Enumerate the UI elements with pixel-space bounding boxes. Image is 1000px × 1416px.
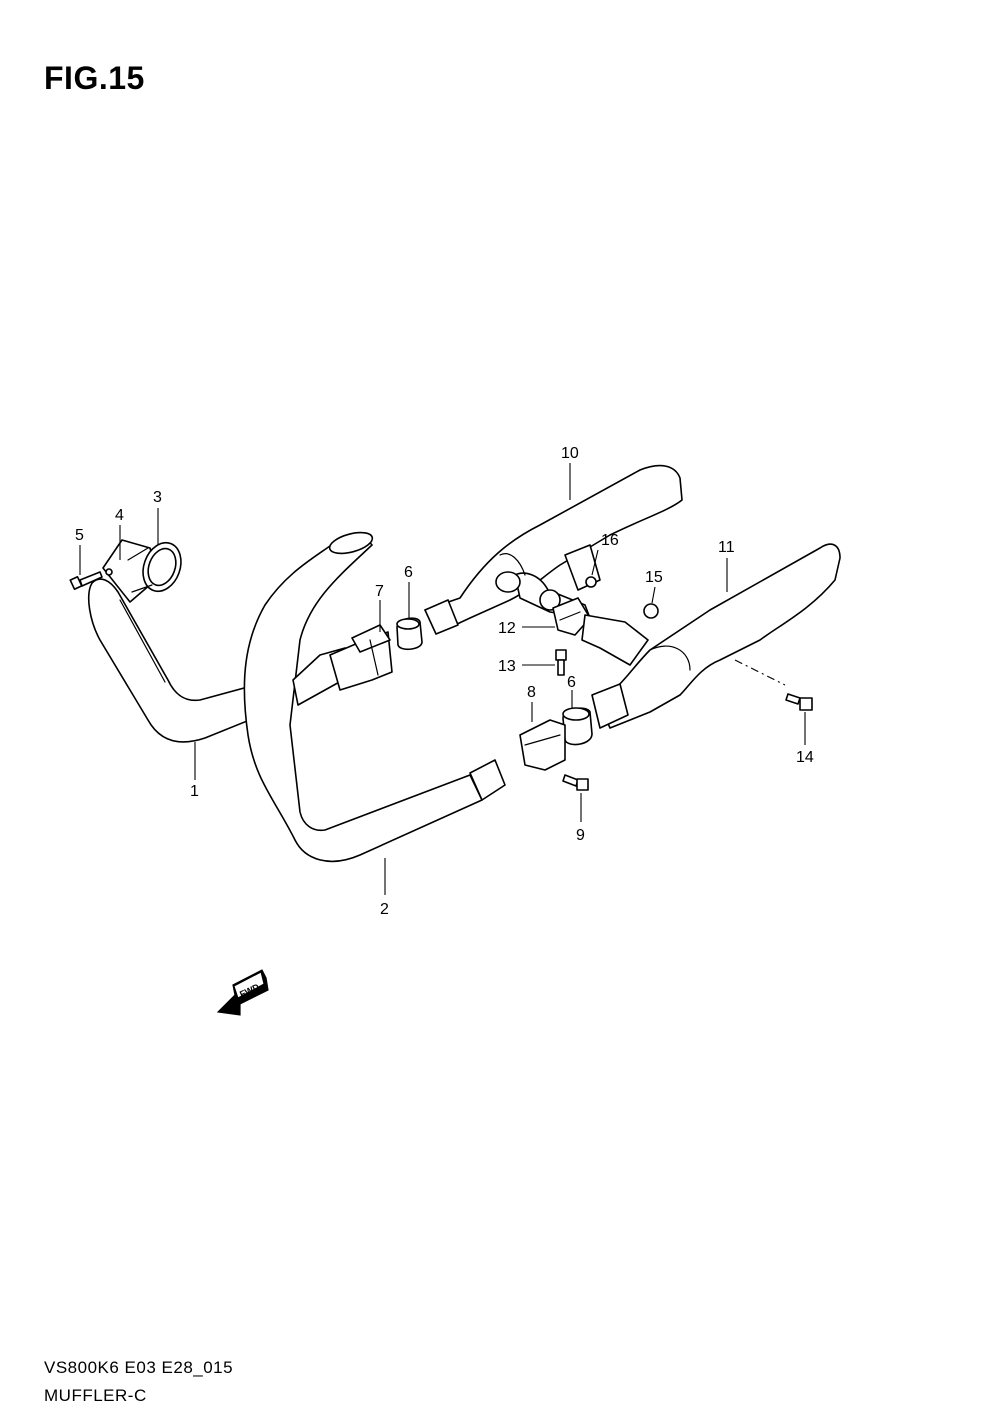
clamp-bolt-rear <box>562 774 589 791</box>
front-exhaust-pipe <box>88 578 263 743</box>
leader-lines <box>79 463 806 895</box>
callout-16: 16 <box>601 532 619 549</box>
muffler-right <box>591 543 841 729</box>
callout-8: 8 <box>527 684 536 701</box>
rear-exhaust-pipe <box>243 531 506 863</box>
callout-6-upper: 6 <box>404 564 413 581</box>
section-name: MUFFLER-C <box>44 1386 147 1405</box>
connector-gasket-lower <box>562 707 593 746</box>
figure-title: FIG.15 <box>44 60 145 96</box>
callout-labels: 1 2 3 4 5 6 6 7 8 9 10 11 12 13 14 15 16 <box>75 445 814 918</box>
pipe-clamp-rear <box>519 719 566 771</box>
connector-gasket-upper <box>396 617 423 651</box>
forward-direction-arrow: FWD <box>216 969 269 1016</box>
muffler-mount-bolt <box>785 693 813 711</box>
callout-12: 12 <box>498 620 516 637</box>
flange-bolt <box>69 571 103 591</box>
callout-10: 10 <box>561 445 579 462</box>
callout-4: 4 <box>115 507 124 524</box>
callout-5: 5 <box>75 527 84 544</box>
callout-3: 3 <box>153 489 162 506</box>
exhaust-gasket <box>127 541 182 593</box>
muffler-connecting-pipe <box>581 614 649 666</box>
callout-15: 15 <box>645 569 663 586</box>
mounting-nut <box>643 603 659 619</box>
callout-13: 13 <box>498 658 516 675</box>
callout-6-lower: 6 <box>567 674 576 691</box>
clamp-bolt-middle <box>555 649 567 676</box>
callout-14: 14 <box>796 749 814 766</box>
pipe-clamp-middle <box>552 597 591 636</box>
callout-11: 11 <box>718 539 735 556</box>
pipe-clamp-front <box>329 624 393 691</box>
callout-1: 1 <box>190 783 199 800</box>
callout-2: 2 <box>380 901 389 918</box>
muffler-bracket <box>564 544 601 591</box>
model-code: VS800K6 E03 E28_015 <box>44 1358 234 1377</box>
callout-7: 7 <box>375 583 384 600</box>
callout-9: 9 <box>576 827 585 844</box>
